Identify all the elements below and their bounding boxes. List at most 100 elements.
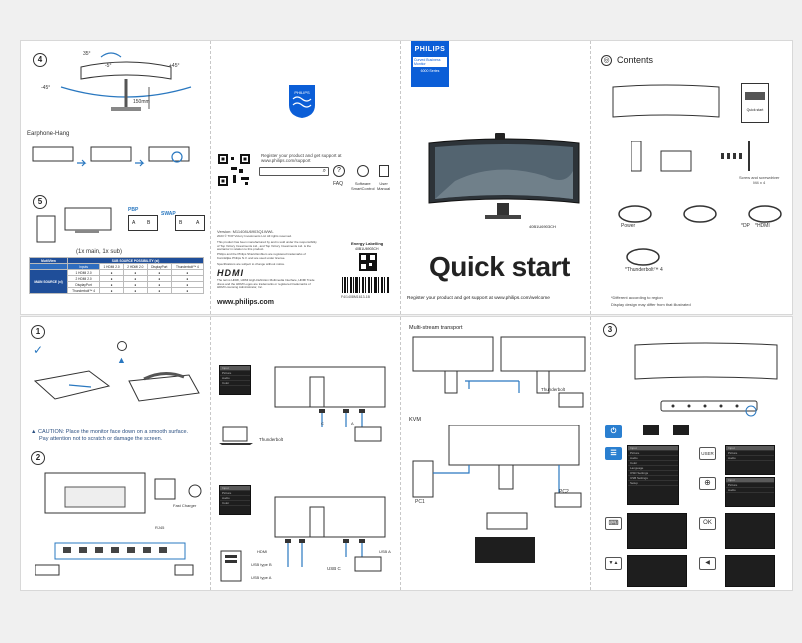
osd-item: Picture (726, 451, 774, 456)
menu-button[interactable]: ☰ (605, 447, 622, 460)
ok-button[interactable]: OK (699, 517, 716, 530)
copyright-text: 2023 © TOP Victory Investments Ltd. All … (217, 234, 292, 238)
brand-logo: PHILIPS (414, 46, 446, 53)
check-icon: ✓ (33, 343, 44, 357)
updown-button[interactable]: ▼▲ (605, 557, 622, 570)
osd-submenu-1 (627, 513, 687, 549)
hdmi-logo: HDMI (217, 268, 244, 278)
input-button[interactable]: ⊕ (699, 477, 716, 490)
cable-row-1 (618, 205, 782, 223)
table-mark: ● (170, 287, 205, 294)
keyboard-button[interactable]: ⌨ (605, 517, 622, 530)
prohibited-icon (117, 341, 127, 351)
user-button[interactable]: USER (699, 447, 716, 460)
osd-item: Setup (628, 481, 678, 486)
osd-item: Audio (628, 456, 678, 461)
main-source-label: MAIN SOURCE (xl) (29, 269, 68, 294)
power-button[interactable]: ⏻ (605, 425, 622, 438)
swap-label: SWAP (161, 211, 176, 217)
pbp-label: PBP (128, 207, 139, 213)
step-1-number: 1 (31, 325, 45, 339)
mst-heading: Multi-stream transport (409, 325, 463, 331)
osd-submenu-4 (725, 555, 775, 587)
laptop-1-icon (219, 426, 253, 445)
quick-start-booklet: Quick start (741, 83, 769, 123)
swivel-left-label: -45° (41, 85, 51, 91)
pc2-label: PC2 (559, 489, 569, 495)
note-design: Display design may differ from that illu… (611, 302, 691, 307)
top-sheet: 4 35° -5° -45° +45° 150mm Earphone-Hang … (20, 40, 793, 315)
osd-item: Audio (220, 496, 250, 501)
cable-thunderbolt-label: *Thunderbolt™ 4 (625, 267, 663, 273)
table-mark: ● (99, 287, 124, 294)
barcode-icon (342, 277, 389, 293)
quick-start-label: Quick start (746, 108, 764, 112)
note-region: *Different according to region (611, 295, 663, 300)
osd-item: Language (628, 466, 678, 471)
badge-series: 6000 Series (420, 69, 440, 73)
osd-item: Audio (726, 488, 774, 493)
warning-icon: ▲ (117, 355, 126, 365)
osd-item: Picture (220, 491, 250, 496)
legal-text-2: Philips and the Philips Shield Emblem ar… (217, 252, 306, 260)
osd-preview-2 (673, 425, 689, 435)
search-box[interactable]: ⌕ (259, 167, 329, 176)
support-url[interactable]: www.philips.com/support (261, 158, 311, 163)
pbp-b: B (147, 220, 151, 226)
osd-item: Input (628, 446, 678, 451)
osd-item: Audio (726, 456, 774, 461)
table-mark: ● (122, 287, 148, 294)
faq-icon: ? (333, 165, 345, 177)
earphone-hang-heading: Earphone-Hang (27, 131, 70, 137)
pc-monitor-illustration (36, 207, 112, 243)
osd-submenu-3 (627, 555, 687, 587)
caution-text: ▲ CAUTION: Place the monitor face down o… (31, 429, 189, 435)
register-line: Register your product and get support at… (407, 296, 550, 301)
osd-item: Picture (726, 483, 774, 488)
panel-legal: PHILIPS Register your product and get su… (211, 41, 401, 314)
back-button[interactable]: ◀ (699, 557, 716, 570)
usb-typeb-label: USB type B (251, 562, 272, 567)
osd-item: Color (220, 381, 250, 386)
model-number: 40B1U6903CH (529, 224, 556, 229)
osd-item: Color (628, 461, 678, 466)
step-4-number: 4 (33, 53, 47, 67)
website-link[interactable]: www.philips.com (217, 299, 274, 306)
tilt-up-label: 35° (83, 51, 91, 57)
cable-dp-label: *DP (741, 223, 750, 229)
osd-submenu-2 (725, 513, 775, 549)
faq-label: FAQ (333, 181, 344, 187)
cable-power-label: Power (621, 223, 636, 229)
pbp-caption: (1x main, 1x sub) (76, 249, 123, 255)
osd-item: Input (220, 366, 250, 371)
screw-note: Screw and screwdriver M4 x 4 (739, 175, 780, 185)
cable-hdmi-label: *HDMI (755, 223, 770, 229)
swap-b: B (179, 220, 183, 226)
caution-text-2: Pay attention not to scratch or damage t… (39, 436, 163, 442)
pc-tower-icon (220, 550, 242, 582)
page-title: Quick start (429, 251, 570, 282)
swivel-right-label: +45° (169, 63, 180, 69)
row-header: Thunderbolt™ 4 (66, 287, 101, 294)
usbc-label: USB C (327, 566, 341, 571)
philips-badge: PHILIPS Curved Business Monitor 6000 Ser… (411, 41, 449, 87)
pbp-a: A (132, 220, 136, 226)
panel-mst-kvm: Multi-stream transport Thunderbolt KVM P… (401, 317, 591, 590)
osd-item: Input (726, 446, 774, 451)
usba-label: USB A (379, 549, 391, 554)
tilt-down-label: -5° (105, 63, 112, 69)
port-c-label: C (321, 421, 324, 426)
panel-contents: ◎ Contents Quick start Screw and screwdr… (591, 41, 794, 314)
monitor-front-illustration (634, 342, 778, 417)
pc1-label: PC1 (415, 499, 425, 505)
legal-text-4: The terms HDMI, HDMI High-Definition Mul… (217, 278, 315, 289)
swap-a: A (196, 220, 200, 226)
hdmi-label: HDMI (257, 549, 268, 554)
energy-label: Energy Labelling (351, 241, 384, 246)
